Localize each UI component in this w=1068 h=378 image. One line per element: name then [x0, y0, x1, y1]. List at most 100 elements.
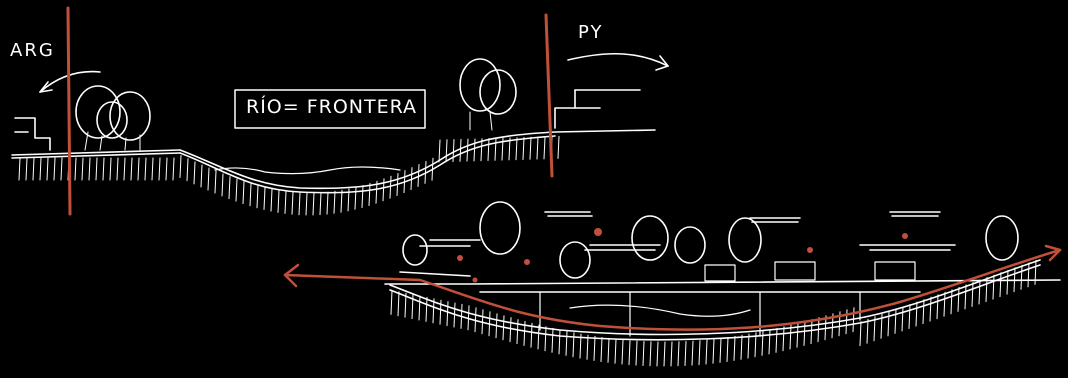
hatch-tick	[566, 331, 567, 355]
hatch-tick	[488, 139, 489, 161]
people-figures	[457, 228, 908, 283]
hatch-tick	[215, 171, 216, 193]
hatch-tick	[734, 336, 735, 360]
hatch-tick	[853, 308, 854, 332]
hatch-tick	[972, 282, 973, 306]
hatch-tick	[433, 299, 434, 323]
hatch-tick	[916, 302, 917, 326]
hatch-tick	[699, 341, 700, 365]
label-river-border: RÍO= FRONTERA	[246, 96, 417, 118]
hatch-tick	[391, 290, 392, 314]
hatch-tick	[979, 280, 980, 304]
hatch-tick	[383, 179, 384, 201]
hatch-tick	[425, 161, 426, 183]
hatch-tick	[243, 182, 244, 204]
label-py: PY	[578, 22, 603, 43]
hatch-tick	[453, 140, 454, 162]
hatch-tick	[783, 327, 784, 351]
hatch-tick	[124, 158, 125, 180]
hatch-tick	[264, 188, 265, 210]
hatch-tick	[313, 193, 314, 215]
hatch-tick	[482, 310, 483, 334]
hatch-tick	[902, 307, 903, 331]
hatch-tick	[818, 318, 819, 342]
hatch-tick	[320, 193, 321, 215]
hatch-tick	[180, 155, 181, 177]
hatch-tick	[706, 340, 707, 364]
hatch-tick	[1014, 268, 1015, 292]
hatch-tick	[1021, 265, 1022, 289]
hatch-tick	[208, 168, 209, 190]
hatch-tick	[82, 158, 83, 180]
hatch-tick	[909, 305, 910, 329]
hatch-tick	[299, 193, 300, 215]
hatch-tick	[398, 292, 399, 316]
hatch-tick	[664, 342, 665, 366]
hatch-tick	[75, 158, 76, 180]
hatch-tick	[405, 293, 406, 317]
hatch-tick	[608, 338, 609, 362]
hatch-tick	[152, 158, 153, 180]
hatch-tick	[804, 321, 805, 345]
hatch-tick	[594, 336, 595, 360]
hatch-tick	[131, 158, 132, 180]
hatch-tick	[895, 309, 896, 333]
hatch-tick	[474, 139, 475, 161]
hatch-tick	[720, 338, 721, 362]
hatch-tick	[40, 158, 41, 180]
hatch-tick	[271, 189, 272, 211]
hatch-tick	[278, 190, 279, 212]
hatch-tick	[468, 306, 469, 330]
hatch-tick	[678, 342, 679, 366]
hatch-tick	[516, 138, 517, 160]
hatch-tick	[601, 337, 602, 361]
hatch-tick	[404, 171, 405, 193]
hatch-tick	[250, 184, 251, 206]
hatch-tick	[727, 337, 728, 361]
hatch-tick	[292, 192, 293, 214]
hatch-tick	[138, 158, 139, 180]
hatch-tick	[355, 187, 356, 209]
hatch-tick	[741, 335, 742, 359]
hatch-tick	[671, 342, 672, 366]
hatch-tick	[685, 341, 686, 365]
hatch-tick	[446, 140, 447, 162]
hatch-tick	[306, 193, 307, 215]
hatch-tick	[419, 296, 420, 320]
hatch-tick	[454, 303, 455, 327]
hatch-tick	[776, 328, 777, 352]
hatch-tick	[944, 292, 945, 316]
hatch-tick	[103, 158, 104, 180]
top-section	[12, 54, 668, 215]
red-terrain-line	[285, 246, 1060, 330]
hatch-tick	[650, 342, 651, 366]
hatch-tick	[510, 318, 511, 342]
hatch-tick	[748, 334, 749, 358]
hatch-tick	[958, 287, 959, 311]
hatch-tick	[461, 304, 462, 328]
hatch-tick	[643, 341, 644, 365]
hatch-tick	[33, 158, 34, 180]
hatch-tick	[110, 158, 111, 180]
hatch-tick	[229, 177, 230, 199]
hatch-tick	[96, 158, 97, 180]
hatch-tick	[390, 176, 391, 198]
hatch-tick	[257, 186, 258, 208]
hatch-tick	[159, 158, 160, 180]
hatch-tick	[811, 320, 812, 344]
hatch-tick	[362, 185, 363, 207]
hatch-tick	[636, 341, 637, 365]
hatch-tick	[993, 275, 994, 299]
hatch-tick	[236, 179, 237, 201]
hatch-tick	[489, 312, 490, 336]
hatch-tick	[447, 302, 448, 326]
hatch-tick	[769, 330, 770, 354]
hatch-tick	[166, 158, 167, 180]
hatch-tick	[467, 139, 468, 161]
hatch-tick	[937, 295, 938, 319]
hatch-tick	[538, 325, 539, 349]
hatch-tick	[117, 158, 118, 180]
hatch-tick	[544, 137, 545, 159]
